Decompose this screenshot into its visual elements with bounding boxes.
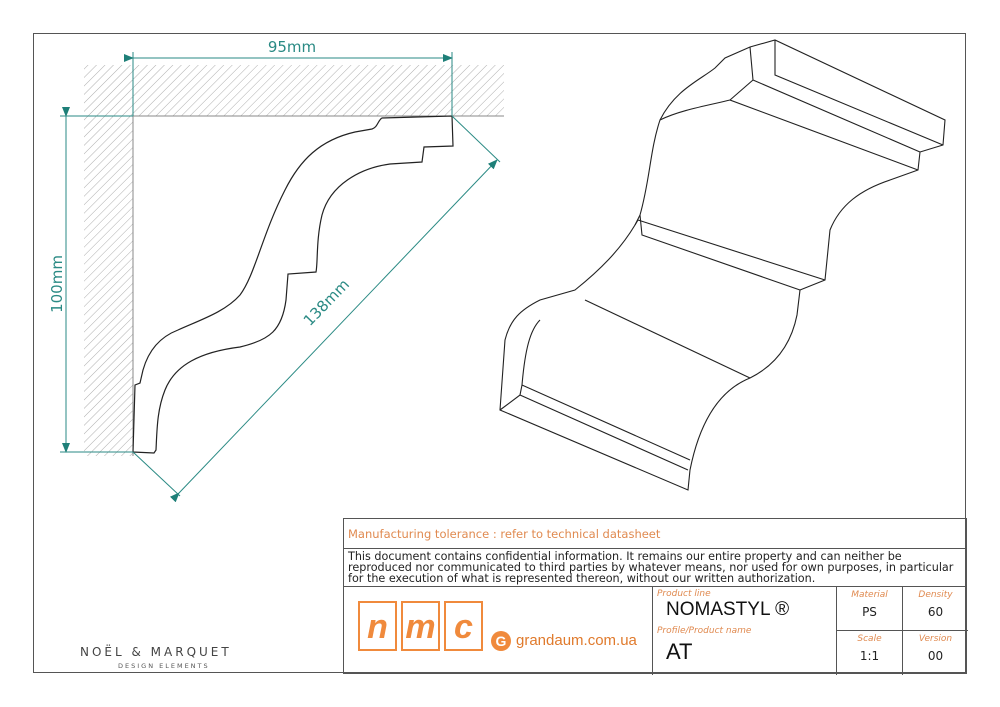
product-cell: Product line NOMASTYL ® Profile/Product … [652, 587, 836, 675]
version-label: Version [918, 634, 953, 644]
density-cell: Density 60 [902, 587, 968, 631]
scale-cell: Scale 1:1 [836, 631, 902, 675]
confidentiality-note: This document contains confidential info… [344, 549, 966, 587]
diagonal-dimension: 138mm [300, 275, 353, 329]
material-cell: Material PS [836, 587, 902, 631]
density-label: Density [918, 590, 953, 600]
logo-letter-n: n [358, 601, 397, 651]
version-cell: Version 00 [902, 631, 968, 675]
product-name-value: AT [666, 639, 693, 664]
density-value: 60 [927, 605, 944, 619]
website-link[interactable]: grandaum.com.ua [516, 632, 637, 649]
logo-letter-c: c [444, 601, 483, 651]
title-block: Manufacturing tolerance : refer to techn… [343, 518, 968, 675]
scale-value: 1:1 [859, 649, 880, 663]
tolerance-note: Manufacturing tolerance : refer to techn… [344, 519, 966, 549]
product-name-label: Profile/Product name [657, 626, 752, 636]
product-line-value: NOMASTYL ® [666, 599, 790, 620]
profile-section [132, 115, 454, 454]
height-dimension: 100mm [48, 255, 66, 313]
website-g-icon: G [491, 631, 511, 651]
brand-name: NOËL & MARQUET [80, 645, 232, 659]
version-value: 00 [927, 649, 944, 663]
scale-label: Scale [857, 634, 882, 644]
material-label: Material [851, 590, 888, 600]
sheet-border [33, 33, 966, 673]
width-dimension: 95mm [268, 38, 316, 56]
logo-letter-m: m [401, 601, 440, 651]
material-value: PS [862, 605, 877, 619]
brand-tagline: DESIGN ELEMENTS [118, 662, 210, 670]
moulding-3d-view [499, 39, 946, 491]
product-line-label: Product line [657, 589, 711, 599]
wall-ceiling-hatching [84, 65, 504, 456]
